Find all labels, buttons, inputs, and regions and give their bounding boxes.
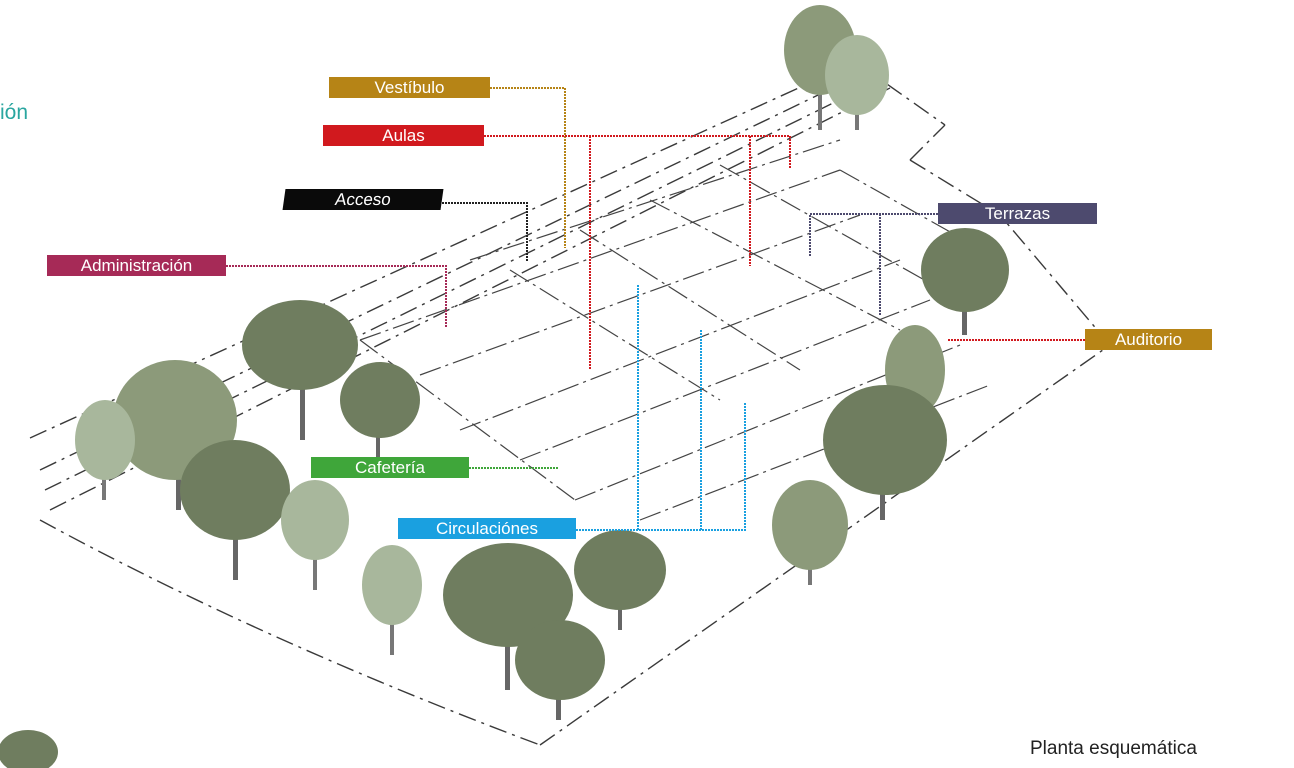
tree (362, 545, 422, 655)
label-cafeteria: Cafetería (311, 457, 469, 478)
label-circulaciones: Circulaciónes (398, 518, 576, 539)
tree (823, 385, 947, 520)
label-terrazas: Terrazas (938, 203, 1097, 224)
tree (0, 730, 58, 768)
leader-vestibulo (490, 87, 566, 248)
label-aulas: Aulas (323, 125, 484, 146)
label-auditorio: Auditorio (1085, 329, 1212, 350)
tree (443, 543, 573, 690)
label-acceso: Acceso (282, 189, 444, 210)
leader-administracion (226, 265, 447, 328)
leader-terrazas (809, 213, 938, 316)
leader-circulaciones (576, 284, 746, 531)
trees (0, 5, 1009, 768)
heading-fragment: ión (0, 101, 29, 124)
leader-lines (226, 87, 1085, 531)
tree (921, 228, 1009, 335)
tree (515, 620, 605, 720)
tree (340, 362, 420, 460)
tree (825, 35, 889, 130)
tree (281, 480, 349, 590)
caption: Planta esquemática (1030, 738, 1197, 759)
label-vestibulo: Vestíbulo (329, 77, 490, 98)
tree (180, 440, 290, 580)
tree (772, 480, 848, 585)
leader-acceso (442, 202, 528, 262)
label-administracion: Administración (47, 255, 226, 276)
leader-aulas (484, 135, 791, 370)
tree (574, 530, 666, 630)
tree (75, 400, 135, 500)
tree (242, 300, 358, 440)
